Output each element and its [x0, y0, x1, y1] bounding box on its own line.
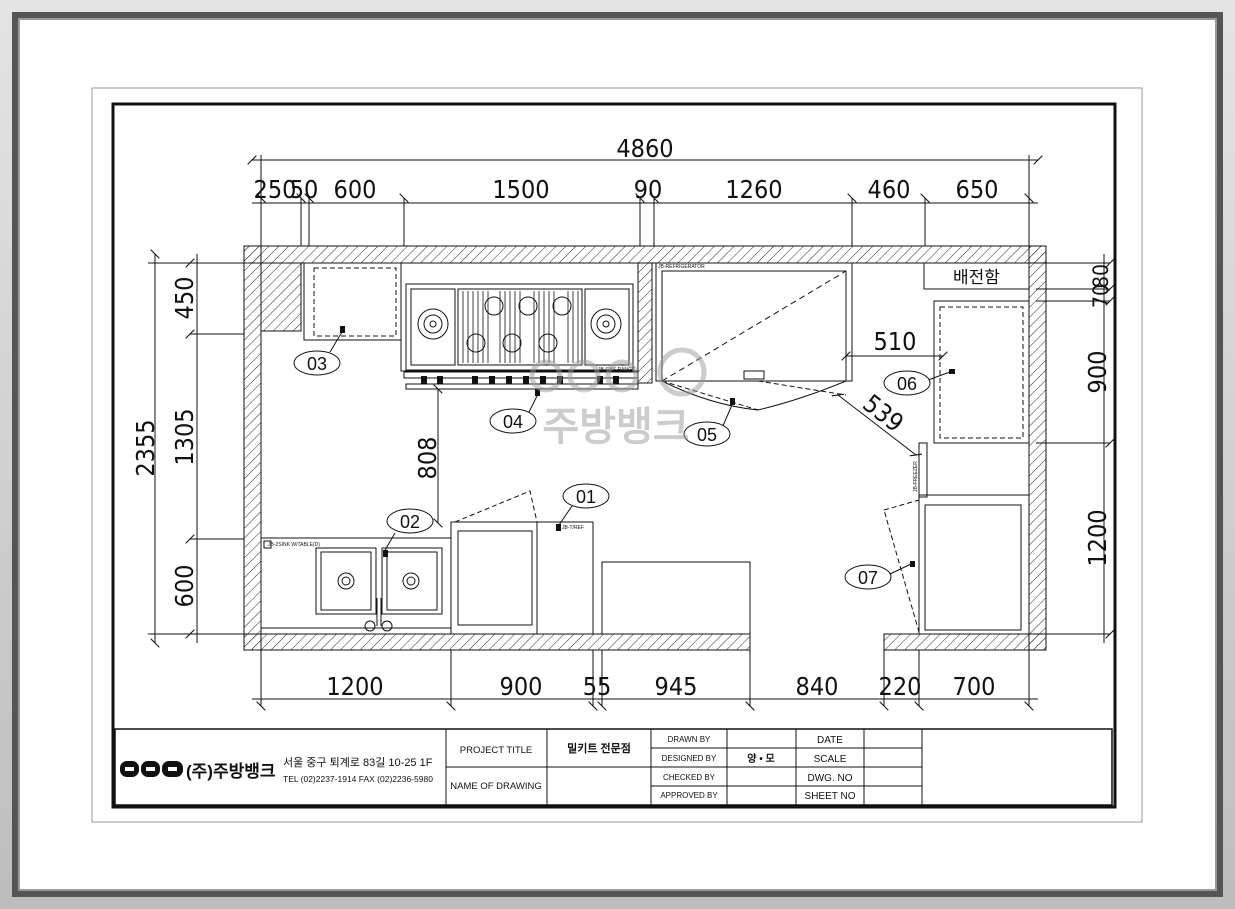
designed-by-value: 양 • 모	[747, 753, 774, 765]
dim-bottom-5: 220	[879, 672, 922, 701]
dim-bottom-2: 55	[583, 672, 612, 701]
table-refrigerator-tag: JB-T/REF	[562, 525, 584, 531]
drawn-by-label: DRAWN BY	[668, 735, 711, 744]
freezer-tag: JB-FREEZER	[913, 461, 919, 492]
callout-04: 04	[503, 412, 523, 432]
walls	[243, 245, 1047, 651]
dim-bottom-4: 840	[796, 672, 839, 701]
callout-bubble-05	[683, 421, 731, 447]
dim-top-6: 460	[868, 175, 911, 204]
dim-bottom-1: 900	[500, 672, 543, 701]
refrigerator-tag: JB-REFRIGERATOR	[658, 264, 705, 270]
callout-bubble-06	[883, 370, 931, 396]
gas-range-tag: JB-GAS RANGE	[598, 367, 636, 373]
dim-left-1: 1305	[170, 408, 199, 465]
title-block: (주)주방뱅크 서울 중구 퇴계로 83길 10-25 1F TEL (02)2…	[114, 728, 1113, 806]
dim-right-0: 80	[1089, 264, 1113, 288]
equipment-06-table	[933, 300, 1030, 444]
callouts: 03 04 05 06 07 02 01	[293, 331, 951, 590]
dim-left-0: 450	[170, 277, 199, 320]
paper	[91, 87, 1143, 823]
callout-06: 06	[897, 374, 917, 394]
drawing-border	[111, 102, 1117, 809]
dimension-lines	[148, 155, 1110, 706]
project-title-label: PROJECT TITLE	[460, 745, 533, 756]
dim-top-0: 250	[254, 175, 297, 204]
dim-bottom-6: 700	[953, 672, 996, 701]
company-tel: TEL (02)2237-1914 FAX (02)2236-5980	[283, 774, 433, 784]
callout-bubble-03	[293, 350, 341, 376]
dim-overall-depth: 2355	[131, 419, 160, 476]
callout-bubble-07	[844, 564, 892, 590]
dim-right-1: 70	[1089, 284, 1113, 308]
callout-03: 03	[307, 354, 327, 374]
dim-top-4: 90	[634, 175, 663, 204]
equipment-01-table-refrigerator: JB-T/REF	[450, 490, 751, 635]
watermark: 주방뱅크	[529, 347, 707, 450]
callout-bubble-02	[386, 508, 434, 534]
dim-top-1: 50	[290, 175, 319, 204]
dim-top-7: 650	[956, 175, 999, 204]
sink-tag: JB-2SINK W/TABLE(D)	[268, 542, 320, 548]
approved-by-label: APPROVED BY	[660, 791, 718, 800]
dim-overall-width: 4860	[616, 134, 673, 163]
equipment-05-refrigerator: JB-REFRIGERATOR	[655, 262, 853, 411]
dim-bottom-3: 945	[655, 672, 698, 701]
callout-01: 01	[576, 487, 596, 507]
callout-bubble-01	[562, 483, 610, 509]
company-address: 서울 중구 퇴계로 83길 10-25 1F	[283, 756, 433, 769]
designed-by-label: DESIGNED BY	[662, 754, 717, 763]
dim-left-2: 600	[170, 565, 199, 608]
watermark-text: 주방뱅크	[542, 404, 689, 450]
checked-by-label: CHECKED BY	[663, 773, 716, 782]
project-title: 밀키트 전문점	[567, 741, 631, 755]
callout-02: 02	[400, 512, 420, 532]
dim-top-3: 1500	[492, 175, 549, 204]
callout-07: 07	[858, 568, 878, 588]
company-logo	[120, 761, 183, 777]
dwg-no-label: DWG. NO	[808, 773, 853, 784]
dim-808: 808	[413, 437, 442, 480]
dim-top-5: 1260	[725, 175, 782, 204]
dim-right-2: 900	[1083, 351, 1112, 394]
callout-bubble-04	[489, 408, 537, 434]
date-label: DATE	[817, 735, 843, 746]
equipment-04-gas-range: JB-GAS RANGE	[400, 262, 639, 396]
electric-panel-label: 배전함	[953, 268, 1000, 287]
callout-05: 05	[697, 425, 717, 445]
dim-right-3: 1200	[1083, 509, 1112, 566]
scale-label: SCALE	[814, 754, 847, 765]
company-name: (주)주방뱅크	[186, 762, 276, 781]
dim-top-2: 600	[334, 175, 377, 204]
electric-panel: 배전함	[923, 262, 1030, 290]
dim-510: 510	[874, 327, 917, 356]
sheet-no-label: SHEET NO	[805, 791, 856, 802]
equipment-07-freezer: JB-FREEZER	[883, 442, 1030, 635]
name-of-drawing-label: NAME OF DRAWING	[450, 781, 541, 792]
dim-bottom-0: 1200	[326, 672, 383, 701]
